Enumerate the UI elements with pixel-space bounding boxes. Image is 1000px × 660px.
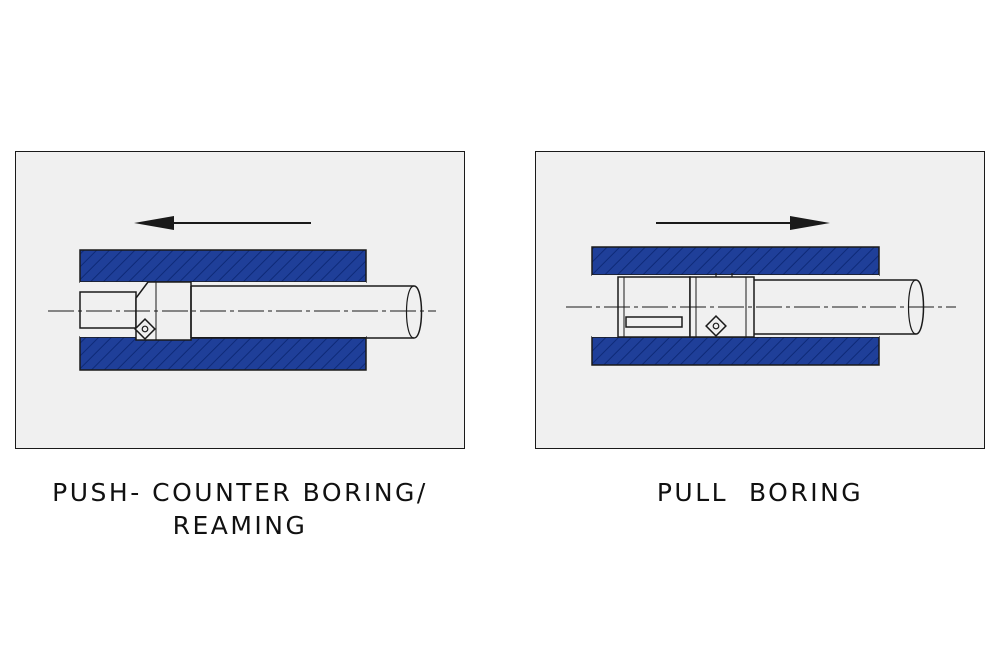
- push-boring-caption: PUSH- COUNTER BORING/REAMING: [15, 476, 465, 542]
- cutting-insert-icon: [134, 318, 156, 340]
- pilot-bore: [79, 291, 137, 329]
- boring-bar: [190, 285, 423, 339]
- workpiece: [591, 246, 880, 366]
- guide-pad: [625, 316, 683, 328]
- rightward-arrow-icon: [656, 216, 830, 230]
- caption-line-2: REAMING: [172, 511, 308, 540]
- pull-boring-caption: PULL BORING: [535, 476, 985, 509]
- caption-line-1: PULL BORING: [656, 478, 864, 507]
- leftward-arrow-icon: [134, 216, 311, 230]
- caption-line-1: PUSH- COUNTER BORING/: [52, 478, 428, 507]
- pull-boring-panel: [535, 151, 985, 449]
- pull-boring-diagram: [566, 216, 956, 366]
- push-boring-diagram: [48, 216, 436, 371]
- push-boring-panel: [15, 151, 465, 449]
- cutting-insert-icon: [705, 315, 727, 337]
